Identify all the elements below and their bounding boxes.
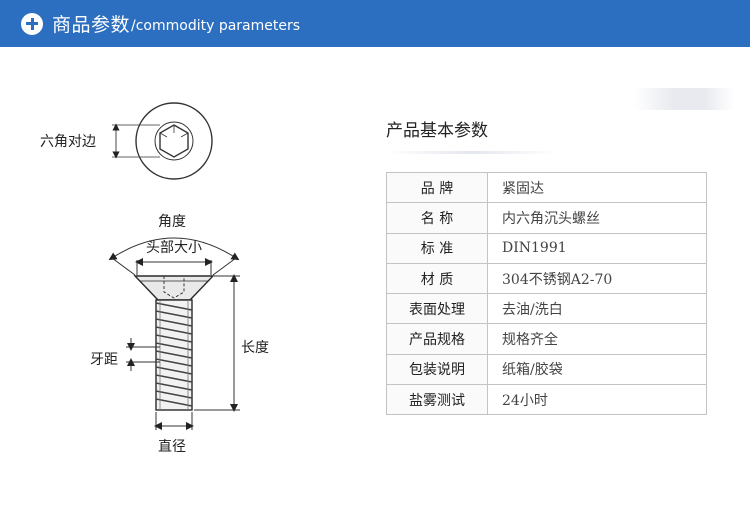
row-value: DIN1991	[487, 232, 707, 264]
row-value: 紧固达	[487, 171, 707, 204]
header-title-en: /commodity parameters	[131, 17, 301, 34]
label-head-dia: 头部大小	[146, 240, 202, 256]
row-key: 名 称	[386, 202, 488, 234]
table-row: 包装说明 纸箱/胶袋	[386, 353, 707, 386]
title-underline	[384, 151, 560, 154]
label-diameter: 直径	[158, 439, 186, 455]
row-key: 产品规格	[386, 323, 488, 355]
screw-top-view	[112, 102, 213, 180]
label-hex-width: 六角对边	[40, 134, 96, 150]
table-row: 表面处理 去油/洗白	[386, 293, 707, 325]
label-pitch: 牙距	[90, 352, 118, 368]
plus-circle-icon	[21, 12, 43, 35]
table-row: 品 牌 紧固达	[386, 171, 707, 204]
diameter-dimension	[154, 412, 194, 430]
row-value: 去油/洗白	[487, 293, 707, 325]
head-dimension	[135, 258, 213, 275]
row-key: 盐雾测试	[386, 384, 488, 416]
screw-drawing	[108, 102, 240, 430]
length-dimension	[194, 274, 240, 412]
row-value: 24小时	[487, 384, 707, 416]
angle-dimension	[108, 237, 240, 276]
spec-table: 品 牌 紧固达 名 称 内六角沉头螺丝 标 准 DIN1991 材 质 304不…	[386, 171, 707, 416]
row-key: 表面处理	[386, 293, 488, 325]
row-key: 材 质	[386, 262, 488, 295]
header-bar: 商品参数 /commodity parameters	[0, 0, 750, 47]
row-key: 品 牌	[386, 171, 488, 204]
pitch-dimension	[126, 338, 160, 371]
table-row: 盐雾测试 24小时	[386, 384, 707, 416]
row-value: 纸箱/胶袋	[487, 353, 707, 386]
label-length: 长度	[241, 340, 269, 356]
spec-title: 产品基本参数	[386, 121, 488, 141]
table-row: 名 称 内六角沉头螺丝	[386, 202, 707, 234]
screw-side-view	[133, 275, 215, 411]
row-value: 规格齐全	[487, 323, 707, 355]
row-value: 304不锈钢A2-70	[487, 262, 707, 295]
row-value: 内六角沉头螺丝	[487, 202, 707, 234]
label-angle: 角度	[158, 214, 186, 230]
decor-fade	[634, 88, 734, 110]
row-key: 标 准	[386, 232, 488, 264]
table-row: 标 准 DIN1991	[386, 232, 707, 264]
table-row: 产品规格 规格齐全	[386, 323, 707, 355]
table-row: 材 质 304不锈钢A2-70	[386, 262, 707, 295]
screw-diagram: 六角对边 角度 头部大小 牙距 长度 直径	[0, 47, 370, 510]
header-title-cn: 商品参数	[52, 14, 131, 36]
row-key: 包装说明	[386, 353, 488, 386]
